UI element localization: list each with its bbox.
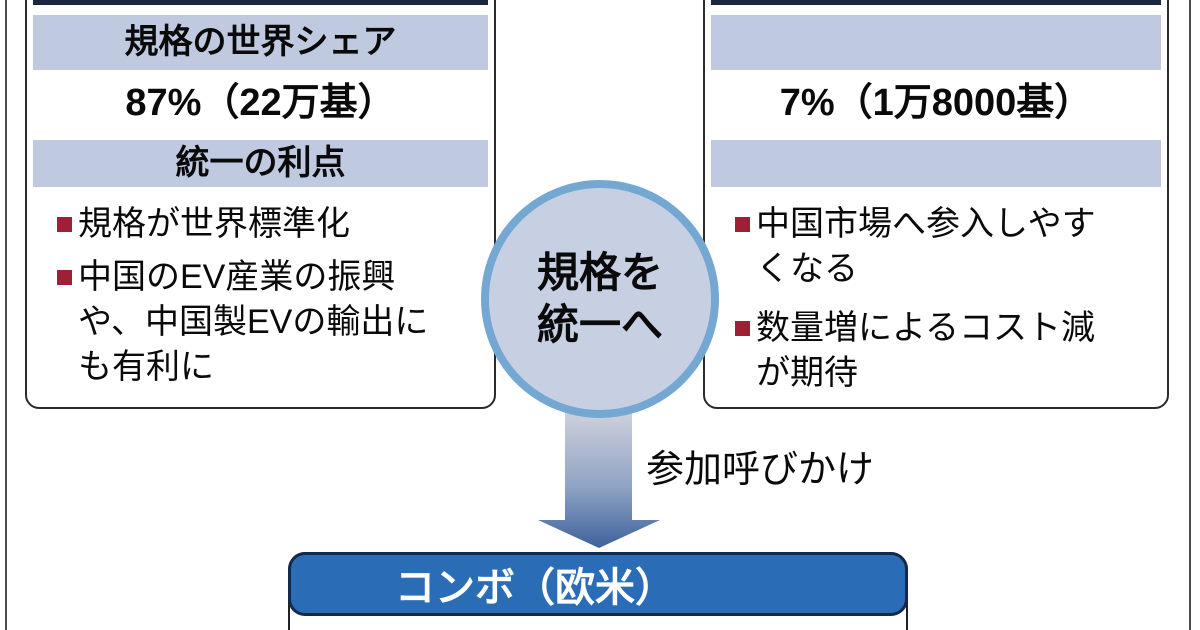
bullet-text: 数量増によるコスト減 が期待 xyxy=(756,309,1095,392)
bullet-text: 中国のEV産業の振興 や、中国製EVの輸出に も有利に xyxy=(78,258,429,386)
bullet-text: 規格が世界標準化 xyxy=(78,205,350,243)
bullet-square-icon xyxy=(57,270,72,285)
left-share-value: 87%（22万基） xyxy=(125,82,396,124)
list-item: 中国市場へ参入しやす くなる xyxy=(735,202,1159,292)
combo-header-bar: コンボ（欧米） xyxy=(288,552,908,616)
right-panel-header-strip xyxy=(711,0,1161,5)
left-panel-header-strip xyxy=(33,0,488,5)
list-item: 規格が世界標準化 xyxy=(57,202,486,247)
left-benefits-header: 統一の利点 xyxy=(33,140,488,187)
bullet-square-icon xyxy=(57,217,72,232)
right-panel: 7%（1万8000基） 中国市場へ参入しやす くなる 数量増によるコスト減 が期… xyxy=(703,0,1169,409)
center-circle: 規格を 統一へ xyxy=(481,180,719,418)
outer-frame-left-line xyxy=(5,0,7,630)
circle-label-line2: 統一へ xyxy=(536,301,663,348)
outer-frame-right-line xyxy=(1189,0,1191,630)
right-bullet-list: 中国市場へ参入しやす くなる 数量増によるコスト減 が期待 xyxy=(735,202,1159,404)
bullet-text: 中国市場へ参入しやす くなる xyxy=(756,205,1096,288)
left-bullet-list: 規格が世界標準化 中国のEV産業の振興 や、中国製EVの輸出に も有利に xyxy=(57,202,486,398)
list-item: 中国のEV産業の振興 や、中国製EVの輸出に も有利に xyxy=(57,255,486,390)
down-arrow-icon xyxy=(538,412,660,548)
right-share-header-band xyxy=(711,15,1161,70)
right-benefits-header-band xyxy=(711,140,1161,187)
left-share-header: 規格の世界シェア xyxy=(33,15,488,70)
arrow-label: 参加呼びかけ xyxy=(646,449,875,491)
left-panel: 規格の世界シェア 87%（22万基） 統一の利点 規格が世界標準化 中国のEV産… xyxy=(25,0,496,409)
list-item: 数量増によるコスト減 が期待 xyxy=(735,306,1159,396)
circle-label-line1: 規格を xyxy=(536,249,663,296)
combo-bar-label: コンボ（欧米） xyxy=(395,566,675,610)
combo-box: コンボ（欧米） xyxy=(288,552,908,630)
bullet-square-icon xyxy=(735,321,750,336)
bullet-square-icon xyxy=(735,217,750,232)
right-share-value: 7%（1万8000基） xyxy=(779,82,1093,124)
